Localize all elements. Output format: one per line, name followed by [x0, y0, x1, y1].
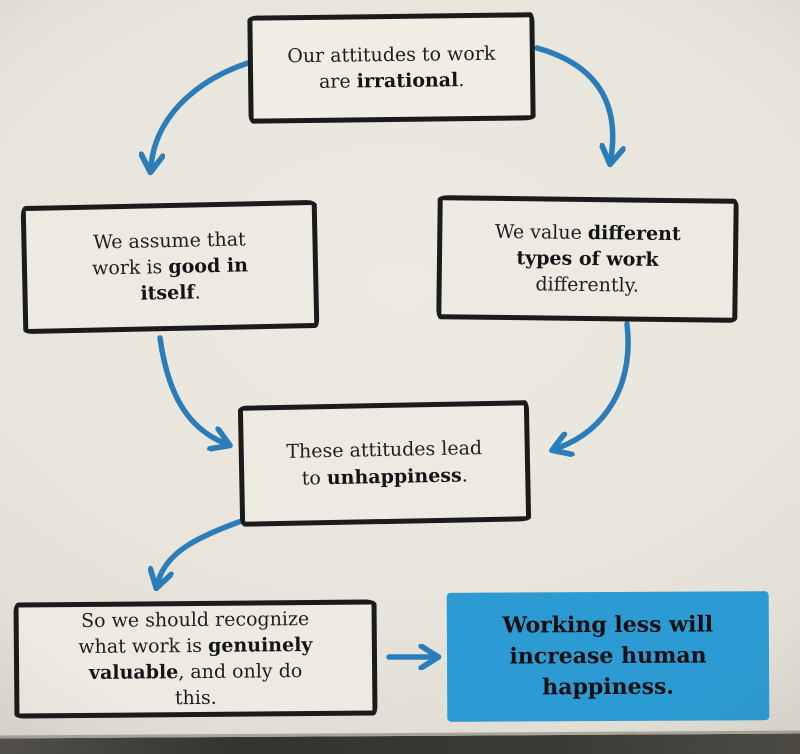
text-segment: We value: [494, 220, 588, 244]
node-value-work-differently: We value different types of work differe…: [436, 195, 739, 323]
arrow-top-to-right: [534, 45, 613, 158]
text-segment-bold: irrational: [356, 69, 459, 93]
text-segment: .: [461, 463, 468, 487]
text-segment-bold: unhappiness: [326, 464, 462, 489]
text-segment: .: [458, 69, 465, 92]
text-segment: .: [194, 281, 201, 304]
node-recognize-valuable-work-text: So we should recognize what work is genu…: [69, 605, 322, 712]
node-recognize-valuable-work: So we should recognize what work is genu…: [13, 599, 378, 719]
node-work-good-in-itself-text: We assume that work is good in itself.: [67, 226, 274, 309]
text-segment: , and only do this.: [174, 660, 303, 710]
node-attitudes-unhappiness-text: These attitudes lead to unhappiness.: [278, 435, 491, 491]
node-attitudes-irrational-text: Our attitudes to work are irrational.: [277, 40, 506, 95]
node-attitudes-unhappiness: These attitudes lead to unhappiness.: [237, 400, 532, 527]
photo-bottom-edge: [0, 730, 800, 754]
node-work-good-in-itself: We assume that work is good in itself.: [20, 199, 320, 335]
node-working-less-happiness: Working less will increase human happine…: [446, 591, 770, 722]
node-value-work-differently-text: We value different types of work differe…: [487, 218, 688, 299]
node-working-less-happiness-text: Working less will increase human happine…: [502, 611, 714, 701]
arrow-left-to-middle: [157, 335, 224, 443]
arrow-middle-to-conclusion: [158, 515, 253, 582]
arrow-right-to-middle: [558, 321, 631, 448]
node-attitudes-irrational: Our attitudes to work are irrational.: [247, 12, 536, 124]
text-segment: differently.: [535, 273, 640, 297]
